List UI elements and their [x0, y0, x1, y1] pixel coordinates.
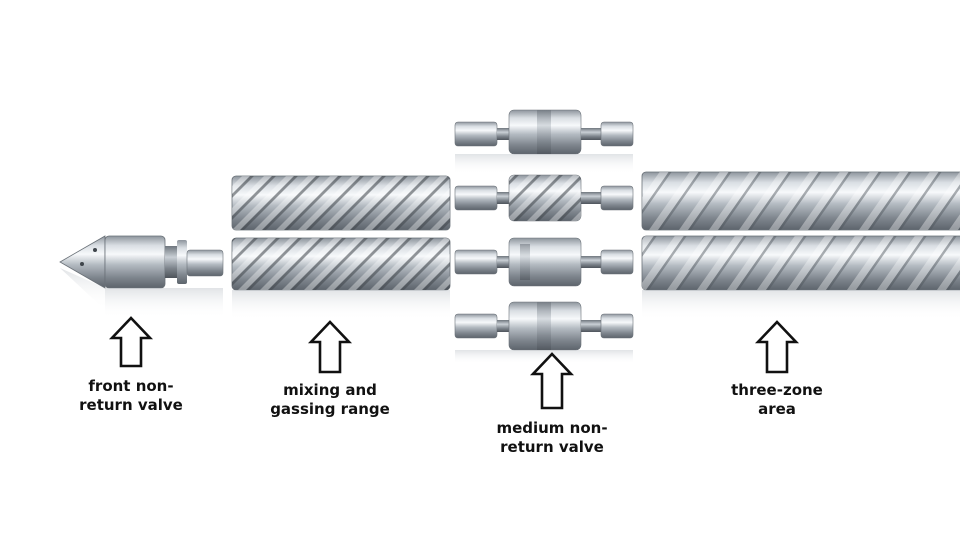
up-arrow-icon [754, 320, 800, 374]
valve-part-2 [454, 174, 634, 222]
label-medium-non-return-valve: medium non- return valve [496, 419, 608, 456]
medium-non-return-valve [454, 109, 634, 364]
up-arrow-icon [108, 316, 154, 368]
up-arrow-icon [529, 352, 575, 410]
valve-part-3 [454, 237, 634, 287]
label-three-zone-area: three-zone area [731, 381, 823, 418]
valve-part-1 [454, 109, 634, 174]
label-mixing-and-gassing-range: mixing and gassing range [270, 381, 390, 418]
front-non-return-valve [59, 235, 224, 318]
label-front-non-return-valve: front non- return valve [79, 377, 183, 414]
up-arrow-icon [307, 320, 353, 374]
valve-part-4 [454, 301, 634, 364]
three-zone-area [641, 171, 960, 320]
mixing-and-gassing-range [231, 175, 451, 320]
